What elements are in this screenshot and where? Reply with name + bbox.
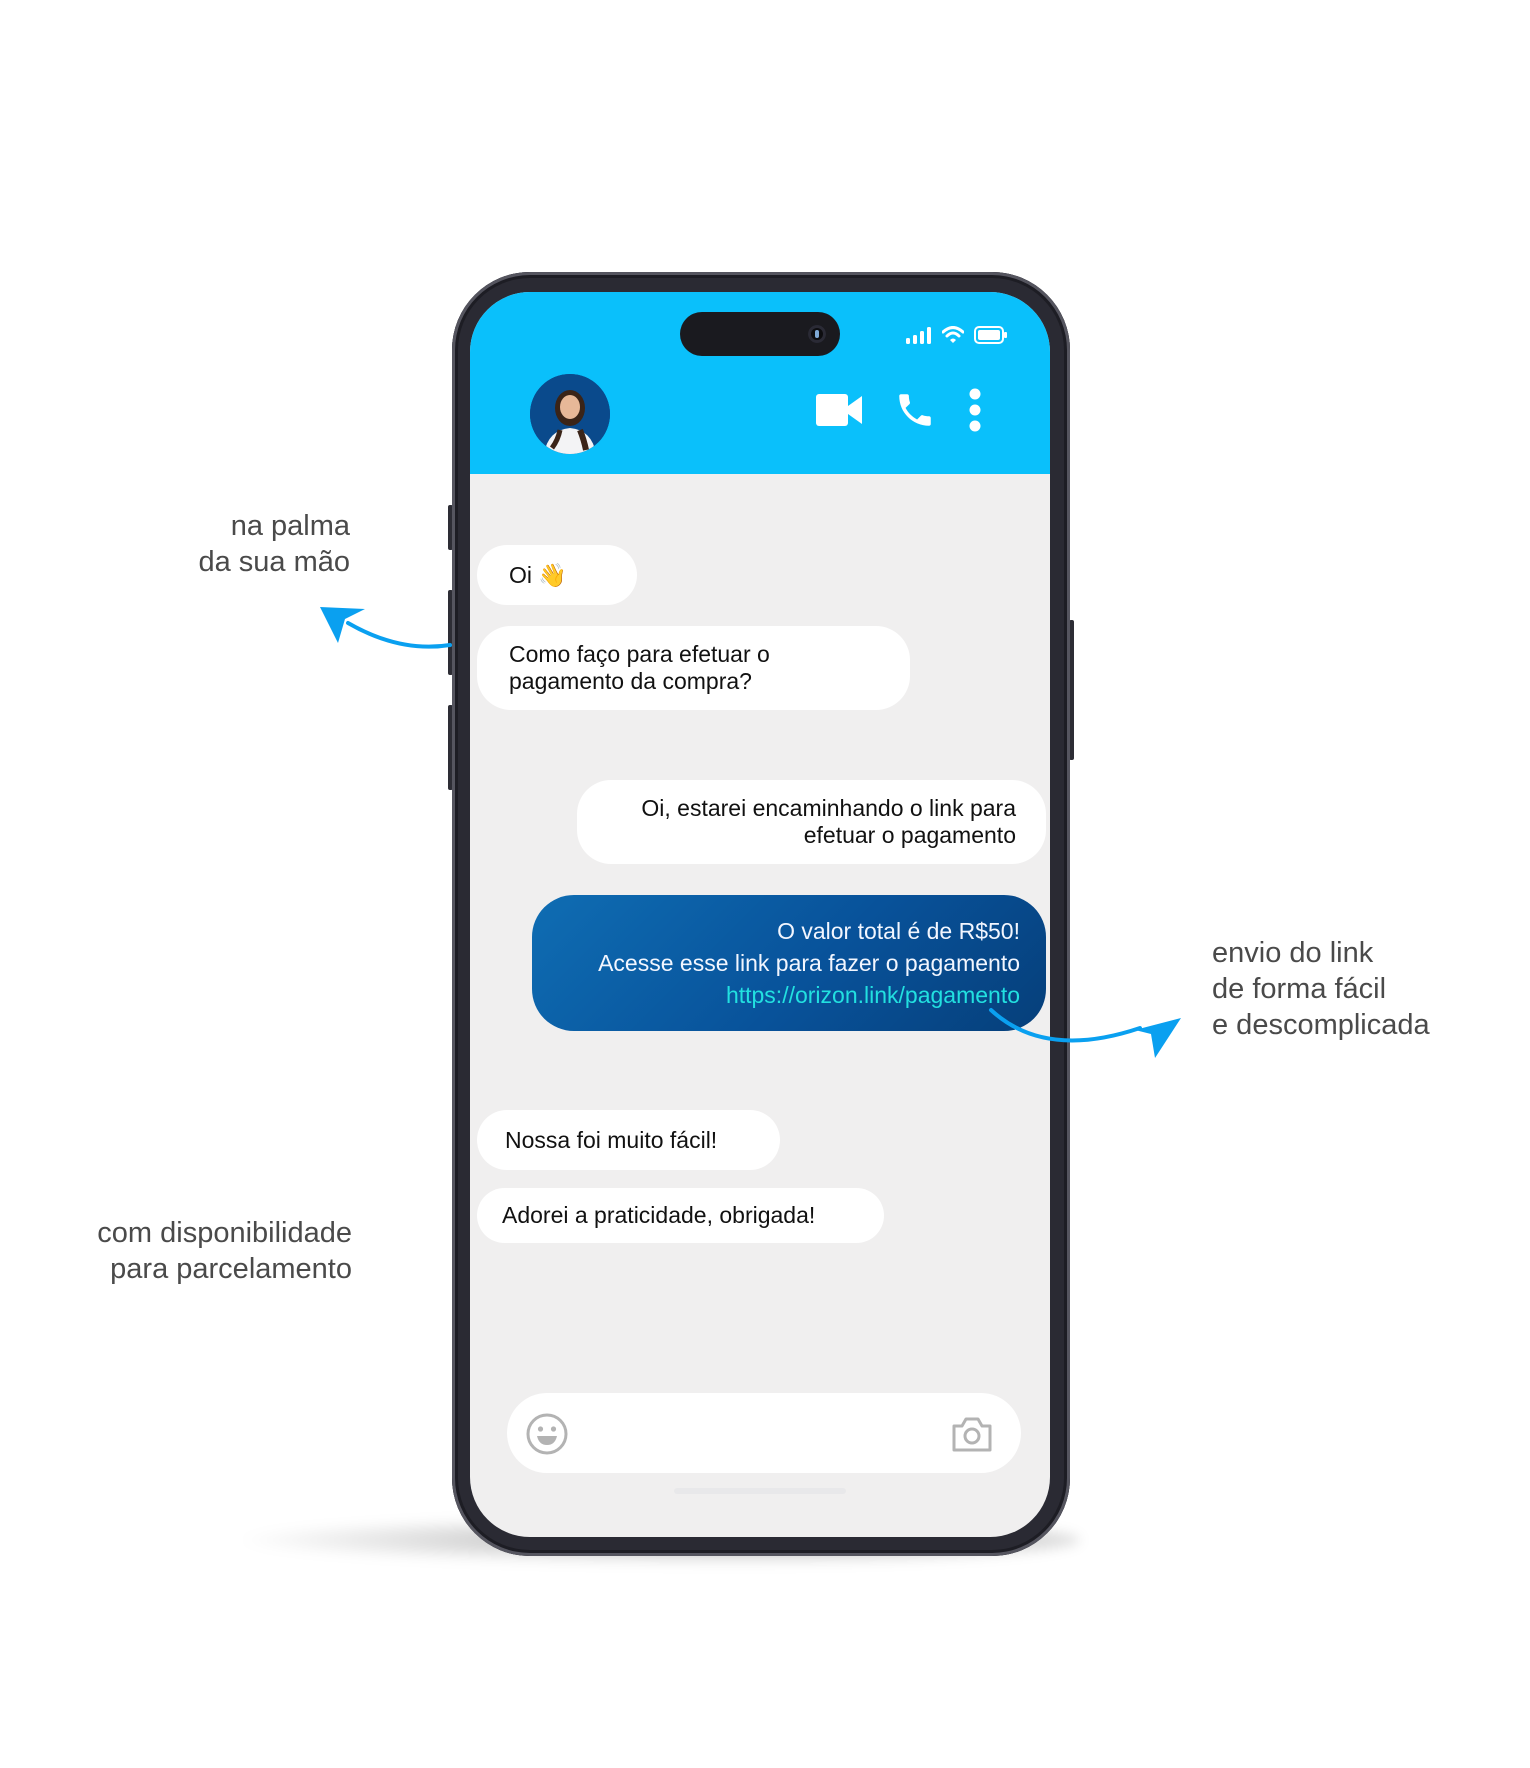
payment-link-message: O valor total é de R$50! Acesse esse lin… (532, 895, 1046, 1031)
camera-lens-icon (808, 325, 826, 343)
message-text: Oi, estarei encaminhando o link para (641, 795, 1016, 821)
message-text: Acesse esse link para fazer o pagamento (598, 950, 1020, 976)
status-bar (906, 326, 1008, 344)
agent-avatar[interactable] (530, 374, 610, 454)
payment-link[interactable]: https://orizon.link/pagamento (725, 982, 1020, 1008)
message-received: Adorei a praticidade, obrigada! (477, 1188, 884, 1243)
dynamic-island (680, 312, 840, 356)
video-call-icon[interactable] (816, 394, 862, 426)
message-received: Nossa foi muito fácil! (477, 1110, 780, 1170)
more-options-icon[interactable] (968, 388, 982, 432)
phone-screen: Oi 👋 Como faço para efetuar o pagamento … (470, 292, 1050, 1537)
message-received: Como faço para efetuar o pagamento da co… (477, 626, 910, 710)
caption-line: para parcelamento (110, 1253, 352, 1285)
caption-parcelamento: com disponibilidade para parcelamento (50, 1215, 352, 1287)
message-text: Como faço para efetuar o (509, 641, 770, 667)
message-text: O valor total é de R$50! (777, 918, 1020, 944)
phone-frame: Oi 👋 Como faço para efetuar o pagamento … (452, 272, 1070, 1556)
header-actions (816, 388, 982, 432)
arrow-right-icon (989, 1008, 1181, 1058)
caption-line: envio do link (1212, 937, 1374, 969)
caption-na-palma: na palma da sua mão (150, 508, 350, 580)
power-button (1069, 620, 1074, 760)
chat-header (470, 292, 1050, 474)
wifi-icon (942, 326, 964, 344)
volume-up-button (448, 590, 453, 675)
message-text: Nossa foi muito fácil! (505, 1126, 718, 1153)
caption-envio-link: envio do link de forma fácil e descompli… (1212, 935, 1512, 1043)
message-input[interactable] (507, 1393, 1021, 1473)
caption-line: e descomplicada (1212, 1009, 1430, 1041)
home-indicator (674, 1488, 846, 1494)
caption-line: com disponibilidade (97, 1217, 352, 1249)
action-button (448, 505, 453, 550)
caption-line: da sua mão (198, 546, 350, 578)
message-text: efetuar o pagamento (803, 822, 1016, 848)
caption-line: de forma fácil (1212, 973, 1387, 1005)
message-received: Oi 👋 (477, 545, 637, 605)
volume-down-button (448, 705, 453, 790)
caption-line: na palma (230, 510, 350, 542)
arrow-left-icon (320, 607, 452, 649)
battery-icon (974, 326, 1008, 344)
phone-call-icon[interactable] (894, 389, 936, 431)
message-sent: Oi, estarei encaminhando o link para efe… (577, 780, 1046, 864)
camera-icon[interactable] (951, 1414, 993, 1454)
emoji-icon[interactable] (525, 1412, 569, 1456)
message-text: pagamento da compra? (509, 668, 752, 694)
signal-icon (906, 326, 932, 344)
message-text: Adorei a praticidade, obrigada! (502, 1202, 816, 1228)
message-text: Oi 👋 (509, 561, 568, 588)
